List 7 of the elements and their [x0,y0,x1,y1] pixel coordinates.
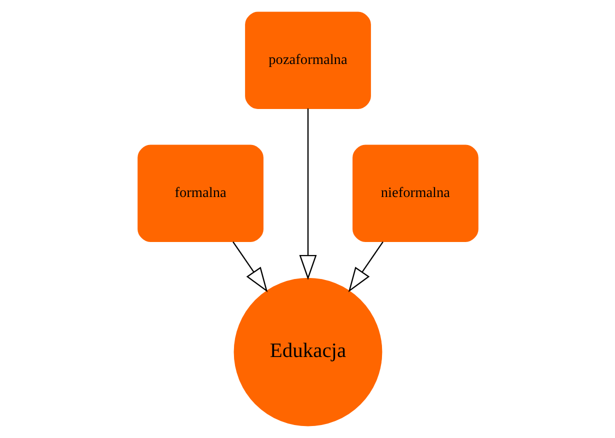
arrow [348,242,383,292]
node-box: nieformalna [352,144,478,242]
node-box: pozaformalna [244,12,370,109]
node-circle: Edukacja [233,278,382,426]
node-box: formalna [137,144,263,242]
arrow [232,242,268,292]
arrow [298,108,316,280]
